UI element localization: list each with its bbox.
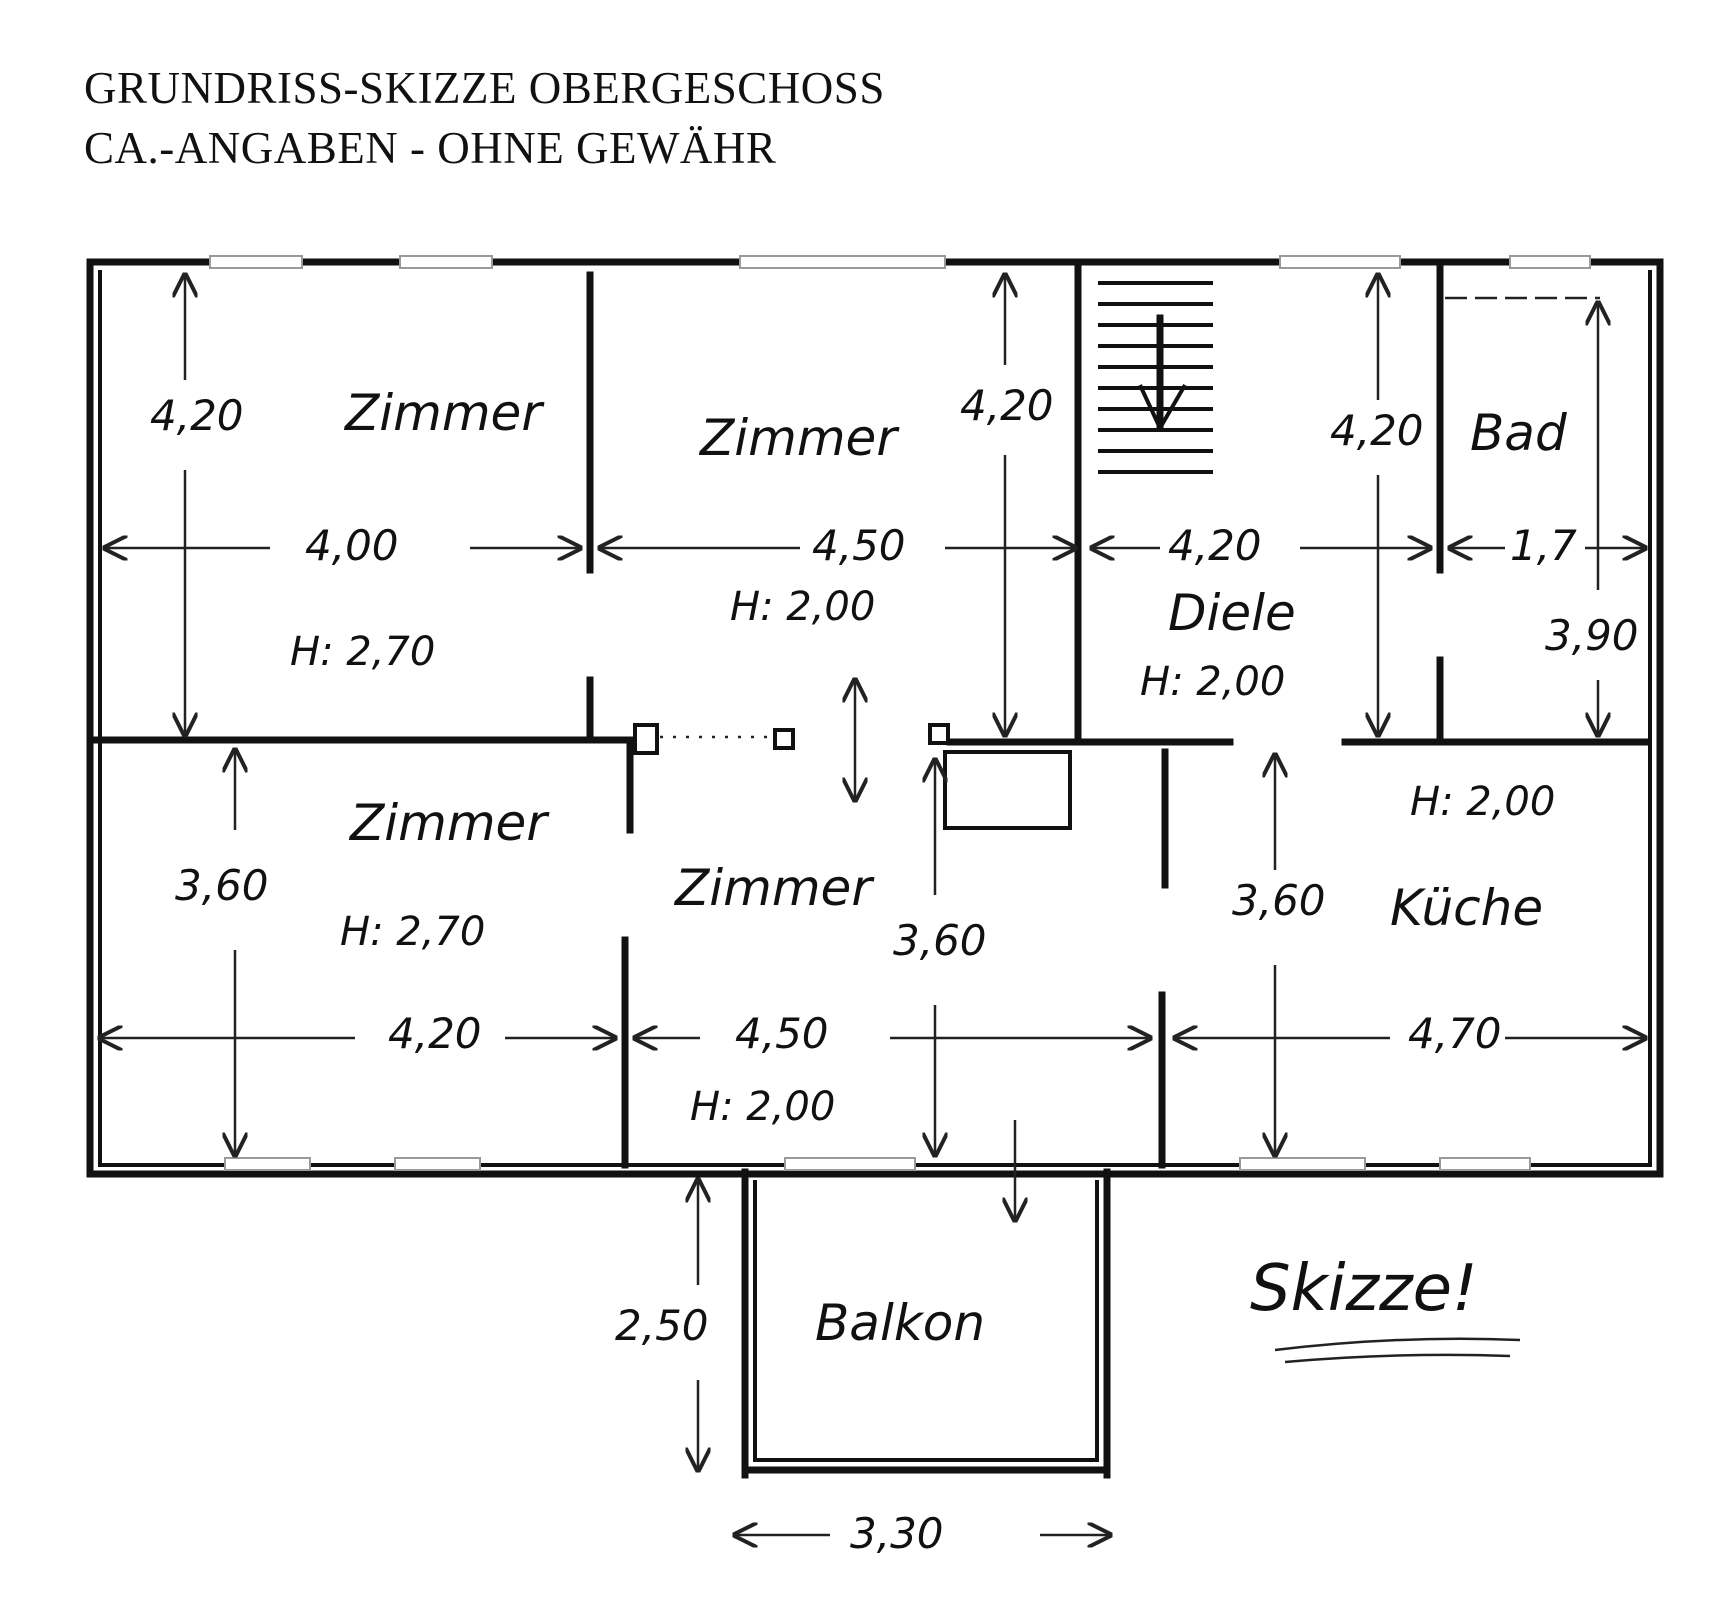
room-depth: 4,20	[1330, 406, 1424, 455]
room-depth: 3,60	[1232, 876, 1326, 925]
room-depth: 3,90	[1545, 611, 1639, 660]
room-depth: 3,60	[175, 861, 269, 910]
room-width: 1,7	[1510, 521, 1577, 570]
sketch-note-text: Skizze!	[1250, 1252, 1478, 1326]
room-height: H: 2,00	[1140, 659, 1285, 705]
room-zimmer-n: Zimmer 4,20 4,50 H: 2,00	[698, 381, 1054, 630]
room-zimmer-s: Zimmer 3,60 4,50 H: 2,00	[673, 859, 987, 1130]
room-height: H: 2,70	[340, 909, 485, 955]
room-balkon: Balkon 2,50 3,30	[615, 1294, 985, 1558]
room-zimmer-nw: Zimmer 4,20 4,00 H: 2,70	[150, 384, 545, 675]
room-width: 4,00	[305, 521, 399, 570]
room-kueche: Küche 3,60 4,70 H: 2,00	[1232, 779, 1555, 1058]
room-height: H: 2,00	[690, 1084, 835, 1130]
room-bad: Bad 1,7 3,90	[1470, 404, 1639, 660]
room-label: Küche	[1390, 879, 1543, 937]
dimension-lines	[100, 275, 1645, 1535]
staircase	[1098, 281, 1213, 474]
interior-walls	[91, 264, 1649, 1169]
room-label: Zimmer	[698, 409, 900, 467]
room-label: Zimmer	[348, 794, 550, 852]
room-width: 4,70	[1408, 1009, 1502, 1058]
room-width: 4,20	[388, 1009, 482, 1058]
room-width: 3,30	[850, 1509, 944, 1558]
plan-header: GRUNDRISS-SKIZZE OBERGESCHOSS CA.-ANGABE…	[84, 58, 885, 178]
room-width: 4,50	[735, 1009, 829, 1058]
room-depth: 4,20	[150, 391, 244, 440]
room-height: H: 2,00	[1410, 779, 1555, 825]
balcony-outline	[741, 1168, 1111, 1479]
sketch-note: Skizze!	[1250, 1252, 1521, 1364]
room-zimmer-sw: Zimmer 3,60 4,20 H: 2,70	[175, 794, 550, 1058]
room-depth: 4,20	[960, 381, 1054, 430]
room-label: Zimmer	[343, 384, 545, 442]
room-height: H: 2,00	[730, 584, 875, 630]
room-diele: Diele 4,20 4,20 H: 2,00	[1140, 406, 1424, 705]
room-width: 4,20	[1168, 521, 1262, 570]
room-depth: 2,50	[615, 1301, 709, 1350]
room-label: Diele	[1168, 584, 1296, 642]
plan-title: GRUNDRISS-SKIZZE OBERGESCHOSS	[84, 63, 885, 113]
room-width: 4,50	[812, 521, 906, 570]
room-height: H: 2,70	[290, 629, 435, 675]
room-label: Bad	[1470, 404, 1567, 462]
room-label: Balkon	[815, 1294, 985, 1352]
plan-disclaimer: CA.-ANGABEN - OHNE GEWÄHR	[84, 123, 777, 173]
room-label: Zimmer	[673, 859, 875, 917]
windows	[209, 255, 1591, 1171]
room-depth: 3,60	[893, 916, 987, 965]
